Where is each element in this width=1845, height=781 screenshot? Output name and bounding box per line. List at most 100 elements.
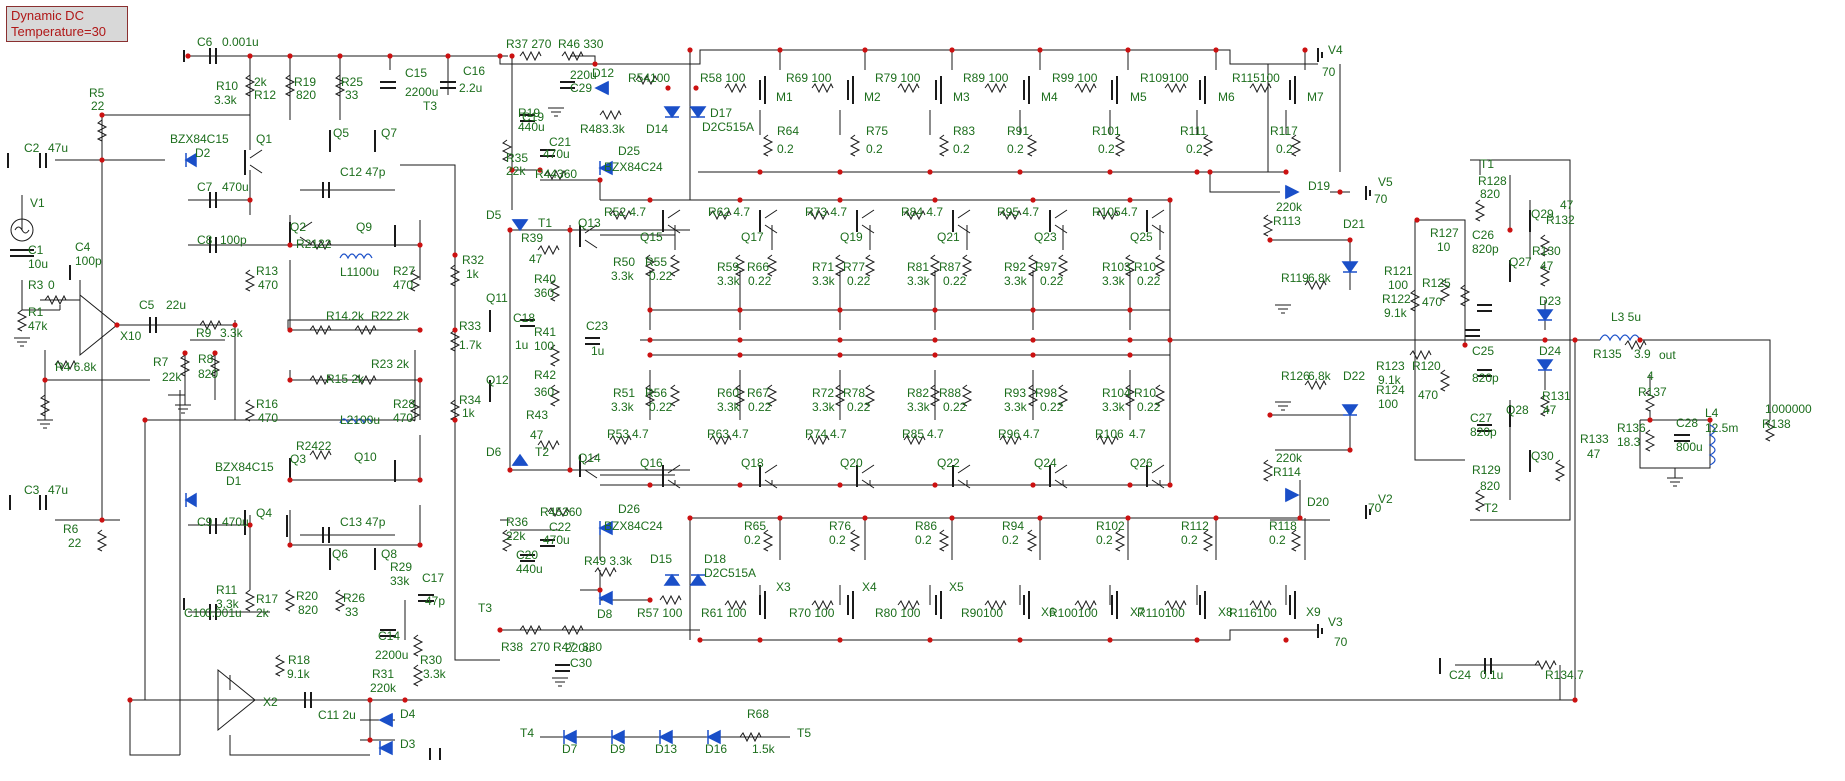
component-label-q9: Q9: [356, 220, 372, 234]
component-label-r130: R130: [1532, 244, 1561, 258]
junction-dot: [1127, 482, 1133, 488]
junction-dot: [1283, 169, 1289, 175]
junction-dot: [837, 307, 843, 313]
component-label-c7: C7: [197, 180, 213, 194]
component-label-q17: Q17: [741, 230, 764, 244]
junction-dot: [287, 242, 293, 248]
component-label-r38: R38: [501, 640, 523, 654]
component-label-r111: R111: [1180, 124, 1207, 138]
component-label-c15: C15: [405, 66, 427, 80]
component-label-r129: R129: [1472, 463, 1501, 477]
component-label-r10: R10: [216, 79, 238, 93]
component-label-r133: R133: [1580, 432, 1609, 446]
junction-dot: [1213, 47, 1219, 53]
component-label-c8: C8: [197, 233, 213, 247]
junction-dot: [647, 597, 653, 603]
component-label-m7: M7: [1307, 90, 1324, 104]
junction-dot: [647, 337, 653, 343]
component-label-q20: Q20: [840, 456, 863, 470]
junction-dot: [862, 47, 868, 53]
junction-dot: [537, 167, 543, 173]
component-label-r121v: 100: [1388, 278, 1408, 292]
component-label-r13: R13: [256, 264, 278, 278]
junction-dot: [417, 542, 423, 548]
component-label-q1: Q1: [256, 132, 272, 146]
component-label-r11v: 3.3k: [216, 597, 240, 611]
junction-dot: [507, 467, 513, 473]
component-label-d23: D23: [1539, 294, 1561, 308]
component-label-r50: R50: [613, 255, 635, 269]
component-label-r51v: 3.3k: [611, 400, 635, 414]
component-label-c20: C20: [516, 548, 538, 562]
junction-dot: [932, 337, 938, 343]
component-label-c10: C10: [184, 606, 206, 620]
junction-dot: [837, 169, 843, 175]
junction-dot: [1167, 337, 1173, 343]
wires: [21, 49, 1771, 756]
component-label-r83: R83: [953, 124, 975, 138]
component-label-r125: R125: [1422, 276, 1451, 290]
component-label-r136: R136: [1617, 421, 1646, 435]
junction-dot: [1572, 337, 1578, 343]
component-label-r76v: 0.2: [829, 533, 846, 547]
components: [7, 48, 1776, 760]
component-label-d17: D17: [710, 106, 732, 120]
component-label-c28: C28: [1676, 416, 1698, 430]
component-label-r126: R126: [1281, 369, 1310, 383]
component-label-r61: R61 100: [701, 606, 747, 620]
junction-dot: [212, 350, 218, 356]
component-label-r57: R57 100: [637, 606, 683, 620]
component-label-c18: C18: [513, 311, 535, 325]
component-label-r35v: 22k: [506, 164, 526, 178]
component-label-r10v: 3.3k: [214, 93, 238, 107]
component-label-r87v: 0.22: [943, 274, 967, 288]
component-label-r93: R93: [1004, 386, 1026, 400]
junction-dot: [42, 377, 48, 383]
junction-dot: [287, 53, 293, 59]
component-label-r43: R43: [526, 408, 548, 422]
opamp-symbols: [79, 293, 256, 732]
component-label-c2v: 47u: [48, 141, 68, 155]
component-label-c2: C2: [24, 141, 40, 155]
component-label-r10cv: 0.22: [1137, 400, 1161, 414]
component-label-r59v: 3.3k: [717, 274, 741, 288]
component-label-r121: R121: [1384, 264, 1413, 278]
junction-dot: [737, 352, 743, 358]
component-label-c1: C1: [28, 243, 44, 257]
component-label-c24: C24: [1449, 668, 1471, 682]
junction-dot: [697, 637, 703, 643]
junction-dot: [1167, 482, 1173, 488]
component-label-r43v: 47: [530, 428, 544, 442]
component-label-r45: R45360: [540, 505, 582, 519]
component-label-r12a: 2k: [254, 75, 268, 89]
component-label-r3v: 0: [48, 278, 55, 292]
junction-dot: [693, 85, 699, 91]
component-label-r122: R122: [1382, 292, 1411, 306]
junction-dot: [247, 522, 253, 528]
component-label-r46: R46 330: [558, 37, 604, 51]
component-label-q28: Q28: [1506, 403, 1529, 417]
component-label-d25: D25: [618, 144, 640, 158]
component-label-r81: R81: [907, 260, 929, 274]
component-label-r30v: 3.3k: [423, 667, 447, 681]
component-label-r14: R14.2k: [326, 309, 365, 323]
component-label-d18v: D2C515A: [704, 566, 756, 580]
component-label-r101: R101: [1092, 124, 1121, 138]
component-label-v2v: 70: [1368, 501, 1382, 515]
component-label-c5v: 22u: [166, 298, 186, 312]
component-label-t5: T5: [797, 726, 811, 740]
component-label-r104v: 3.3k: [1102, 400, 1126, 414]
component-label-r115: R115100: [1232, 71, 1280, 85]
component-label-r66: R66: [747, 260, 769, 274]
junction-dot: [1194, 169, 1200, 175]
junction-dot: [837, 352, 843, 358]
component-label-r104: R104: [1102, 386, 1131, 400]
component-label-t3b: T3: [478, 601, 492, 615]
component-label-r126v: 6.8k: [1308, 369, 1332, 383]
component-label-bzx1: BZX84C15: [170, 132, 229, 146]
junction-dot: [287, 377, 293, 383]
junction-dot: [142, 417, 148, 423]
component-label-r32: R32: [462, 253, 484, 267]
component-label-v2: V2: [1378, 492, 1393, 506]
component-label-r123: R123: [1376, 359, 1405, 373]
